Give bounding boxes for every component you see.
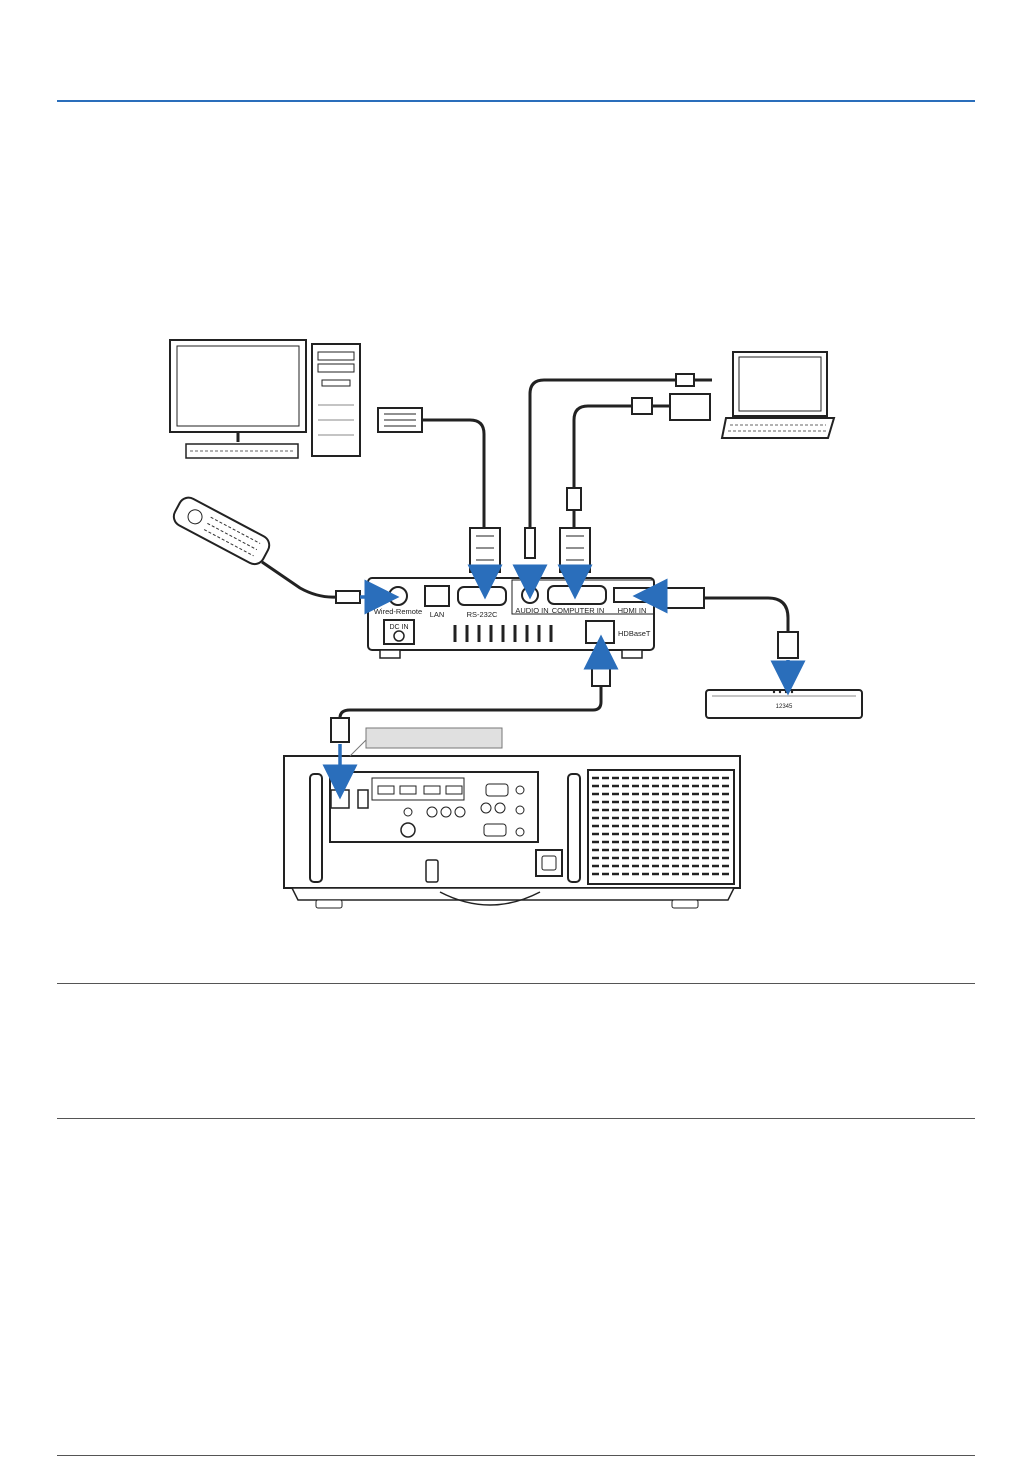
hdmi-plug-box-icon <box>666 588 704 608</box>
media-player-icon: 12345 <box>706 690 862 718</box>
laptop-icon <box>722 352 834 438</box>
callout-box <box>366 728 502 748</box>
hdmi-in-label: HDMI IN <box>618 606 647 615</box>
lan-label: LAN <box>430 610 445 619</box>
lan-port-icon <box>425 586 449 606</box>
vga-plug-rs232c-icon <box>470 528 500 572</box>
vga-plug-desktop-icon <box>378 408 422 432</box>
hdmi-in-port-icon <box>614 588 650 602</box>
remote-jack-plug-icon <box>336 591 360 603</box>
vga-ferrite-icon <box>567 488 581 510</box>
wired-remote-port-icon <box>389 587 407 605</box>
remote-control-icon <box>170 494 272 567</box>
hdbaset-transmitter-box: Wired-Remote LAN RS-232C AUDIO IN COMPUT… <box>368 578 654 658</box>
audio-in-port-icon <box>522 587 538 603</box>
audio-in-label: AUDIO IN <box>515 606 548 615</box>
rj45-plug-projector-icon <box>331 718 349 742</box>
rs232c-label: RS-232C <box>467 610 498 619</box>
vga-plug-computer-in-icon <box>560 528 590 572</box>
dc-in-label: DC IN <box>389 624 408 631</box>
player-display-label: 12345 <box>776 704 793 710</box>
projector-rear-icon <box>284 756 740 908</box>
projector-hdbaset-port-icon <box>331 790 349 808</box>
desktop-monitor-icon <box>170 340 306 458</box>
wired-remote-label: Wired-Remote <box>374 607 422 616</box>
desktop-tower-icon <box>312 344 360 456</box>
hdmi-plug-player-icon <box>778 632 798 658</box>
rs232c-port-icon <box>458 587 506 605</box>
hdbaset-port-icon <box>586 621 614 643</box>
computer-in-port-icon <box>548 586 606 604</box>
audio-plug-laptop-icon <box>676 374 712 386</box>
audio-plug-input-icon <box>525 528 535 558</box>
rj45-plug-box-icon <box>592 664 610 686</box>
vga-plug-laptop-icon <box>632 394 710 420</box>
computer-in-label: COMPUTER IN <box>552 606 605 615</box>
callout-pointer <box>350 740 366 756</box>
hdbaset-label: HDBaseT <box>618 629 651 638</box>
